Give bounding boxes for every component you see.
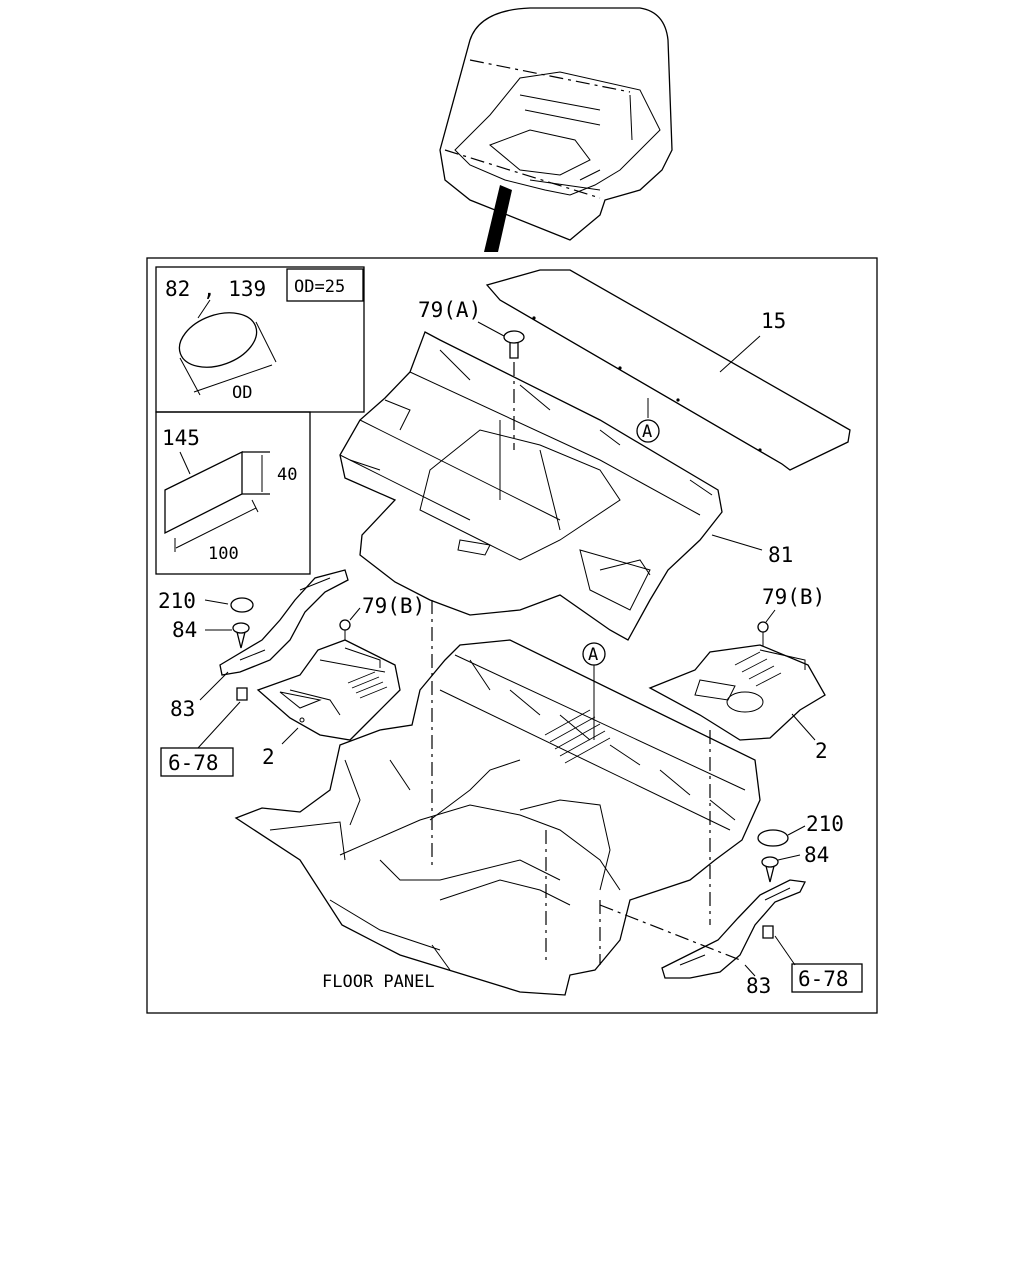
part-81-cover: 81: [339, 331, 793, 641]
dim-100-label: 100: [208, 544, 239, 564]
grommet-right: [757, 829, 789, 847]
left-parts: 210 84 83 6-78 79(B) 2: [158, 569, 425, 777]
ref-box-right: [791, 963, 863, 993]
label-82-139: 82 , 139: [165, 277, 266, 301]
label-79b-left: 79(B): [362, 594, 425, 618]
ref-box-left: [160, 747, 234, 777]
vehicle-overview: [439, 7, 673, 252]
dim-40-label: 40: [277, 465, 297, 485]
od-dim-label: OD: [232, 383, 252, 403]
label-79a: 79(A): [418, 298, 481, 322]
label-2-right: 2: [815, 739, 828, 763]
label-84-left: 84: [172, 618, 197, 642]
circle-a-top: [636, 419, 660, 443]
part-79a-clip: 79(A): [418, 298, 525, 450]
alignment-lines: [431, 600, 741, 965]
label-15: 15: [761, 309, 786, 333]
ref-678-right: 6-78: [798, 967, 849, 991]
diagram-frame: [146, 257, 878, 1014]
insert-82-139: OD=25 82 , 139 OD: [155, 266, 365, 413]
od-value-box: [286, 268, 364, 302]
label-84-right: 84: [804, 843, 829, 867]
label-83-left: 83: [170, 697, 195, 721]
circle-a-mid-label: A: [588, 645, 598, 665]
insert-145: 145 40 100: [155, 411, 311, 575]
label-83-right: 83: [746, 974, 771, 998]
label-2-left: 2: [262, 745, 275, 769]
grommet-left: [230, 597, 254, 613]
floor-panel-label: FLOOR PANEL: [322, 972, 435, 992]
circle-a-top-label: A: [642, 422, 652, 442]
ref-678-left: 6-78: [168, 751, 219, 775]
part-15-panel: 15 A: [485, 269, 851, 471]
label-79b-right: 79(B): [762, 585, 825, 609]
label-145: 145: [162, 426, 200, 450]
label-210-left: 210: [158, 589, 196, 613]
grommet-disc: [178, 312, 258, 368]
od-value-label: OD=25: [294, 277, 345, 297]
floor-panel: FLOOR PANEL A: [234, 639, 761, 996]
label-210-right: 210: [806, 812, 844, 836]
label-81: 81: [768, 543, 793, 567]
right-parts: 79(B) 2 210 84 83 6-78: [648, 585, 863, 998]
